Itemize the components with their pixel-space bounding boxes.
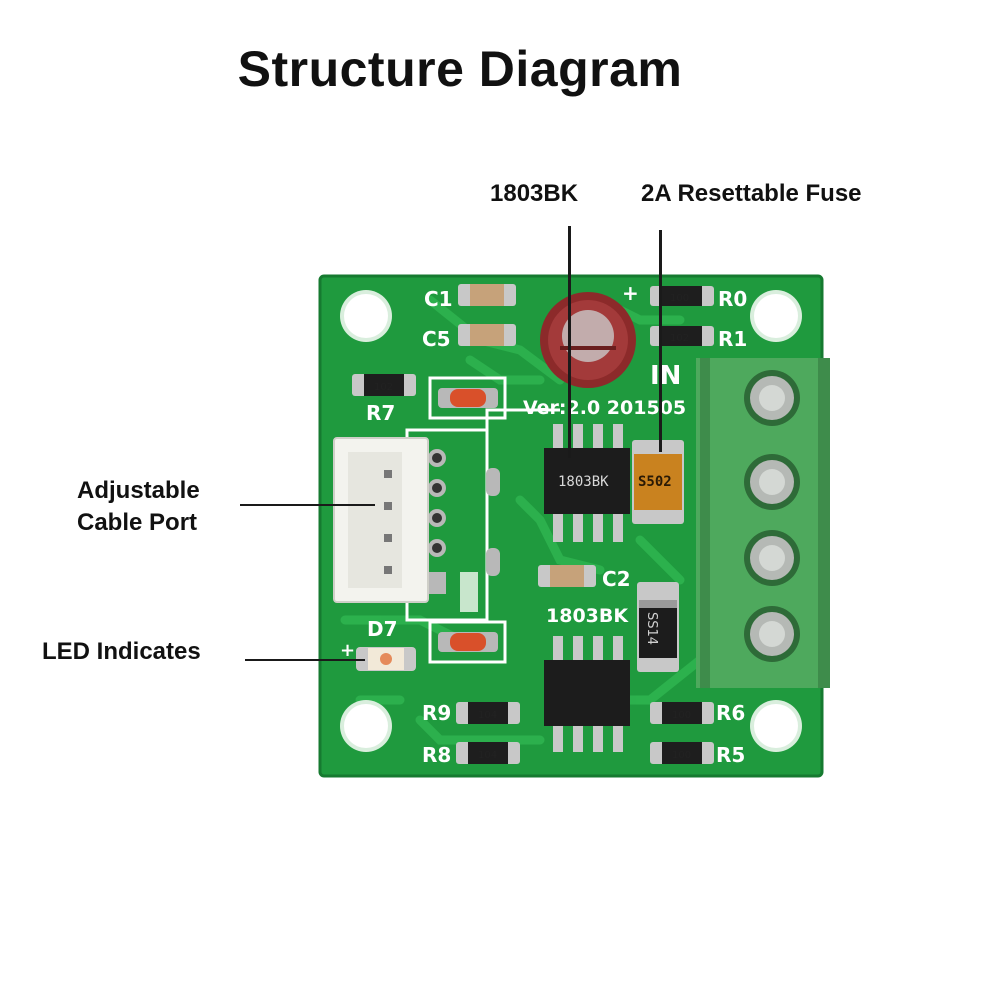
- silk-c2: C2: [602, 567, 631, 591]
- page-title: Structure Diagram: [237, 41, 683, 97]
- leader-ic-top: [568, 226, 571, 458]
- silk-r0: R0: [718, 287, 747, 311]
- terminal-block: [696, 358, 830, 688]
- chip-1803bk-top: [544, 424, 630, 542]
- silk-in: IN: [650, 361, 681, 391]
- mark-r6: 100: [672, 710, 691, 721]
- jst-cable-port: [333, 437, 429, 603]
- mark-r8: 104: [478, 750, 497, 761]
- silkscreen-text: C1 C5 R0 R1 + R7 IN Ver:2.0 201505 C2 18…: [340, 281, 747, 767]
- mark-fuse: S502: [638, 474, 672, 490]
- via-pads: [428, 449, 500, 612]
- component-markings: 1803BK S502 SS14 100 102 102 104 104 100…: [374, 293, 691, 761]
- silk-r8: R8: [422, 743, 451, 767]
- label-led: LED Indicates: [42, 638, 201, 665]
- terminal-screws: [744, 370, 800, 662]
- led-indicator: [356, 647, 416, 671]
- label-cable-port-line1: Adjustable: [77, 477, 200, 504]
- smd-resistors: [352, 286, 714, 764]
- electrolytic-capacitor: [540, 292, 636, 388]
- silk-r6: R6: [716, 701, 745, 725]
- mark-chip1: 1803BK: [558, 474, 609, 490]
- silk-r9: R9: [422, 701, 451, 725]
- mark-r7: 102: [374, 382, 393, 393]
- silk-r7: R7: [366, 401, 395, 425]
- silk-ic-bottom: 1803BK: [546, 605, 629, 627]
- leader-fuse: [659, 230, 662, 452]
- silk-d7: D7: [367, 617, 398, 641]
- mark-r5: 100: [672, 750, 691, 761]
- silk-plus-top: +: [622, 281, 639, 305]
- silk-plus-led: +: [340, 640, 355, 661]
- glass-diodes: [438, 388, 498, 652]
- silk-c5: C5: [422, 327, 451, 351]
- chip-1803bk-bottom: [544, 636, 630, 752]
- leader-led: [245, 659, 365, 661]
- mounting-holes: [340, 290, 802, 752]
- mark-r9: 104: [478, 710, 497, 721]
- leader-cable-port: [240, 504, 375, 506]
- label-ic-top: 1803BK: [490, 180, 579, 207]
- mark-r1: 102: [670, 333, 689, 344]
- mark-diode: SS14: [644, 612, 659, 645]
- silk-c1: C1: [424, 287, 453, 311]
- silk-r1: R1: [718, 327, 747, 351]
- resettable-fuse: [632, 440, 684, 524]
- silk-r5: R5: [716, 743, 745, 767]
- smd-capacitors: [458, 284, 596, 587]
- ss14-diode: [637, 582, 679, 672]
- mark-r0: 100: [670, 293, 689, 304]
- label-fuse: 2A Resettable Fuse: [641, 180, 862, 207]
- label-cable-port-line2: Cable Port: [77, 509, 198, 536]
- silk-version: Ver:2.0 201505: [523, 397, 686, 419]
